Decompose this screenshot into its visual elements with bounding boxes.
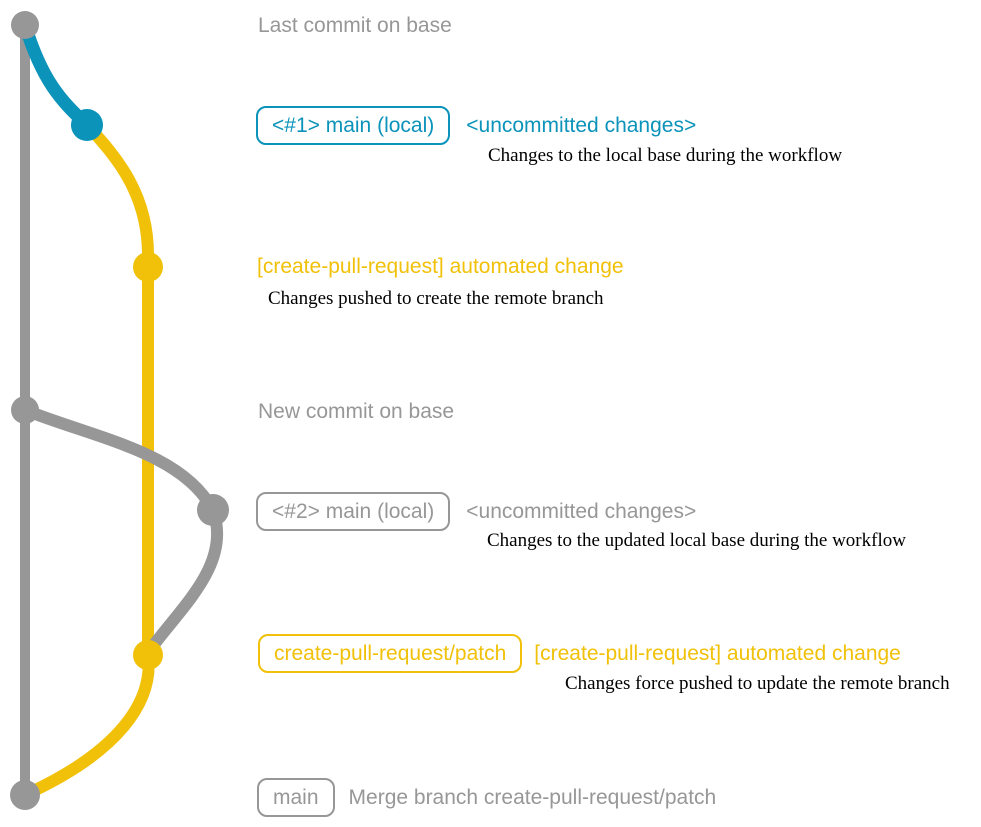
note-pushed-to-create: Changes pushed to create the remote bran… [268,288,604,309]
local-main-1-branch-line [18,18,94,132]
local-main-2-branch-line [19,404,224,656]
patch-merge-line [21,649,155,800]
commit-dot-automated-2 [133,640,163,670]
heading-automated-change-1: [create-pull-request] automated change [257,255,624,278]
row-main-local-1: <#1> main (local) <uncommitted changes> [256,106,697,146]
heading-automated-change-2: [create-pull-request] automated change [534,642,901,666]
note-local-base: Changes to the local base during the wor… [488,145,843,166]
note-updated-local-base: Changes to the updated local base during… [487,530,906,551]
heading-uncommitted-changes-2: <uncommitted changes> [466,500,697,524]
patch-branch-line [81,119,154,661]
branch-badge-main-local-2: <#2> main (local) [256,492,451,532]
row-main-local-2: <#2> main (local) <uncommitted changes> [256,492,697,532]
commit-dot-merge [10,780,40,810]
annotation-last-commit-on-base: Last commit on base [258,14,452,37]
branch-badge-cpr-patch: create-pull-request/patch [258,634,523,674]
commit-dot-automated-1 [133,252,163,282]
commit-message-merge: Merge branch create-pull-request/patch [348,786,717,810]
branch-badge-main-local-1: <#1> main (local) [256,106,451,146]
commit-dot-new-base [11,396,39,424]
commit-dot-last-base [11,11,39,39]
row-merge: main Merge branch create-pull-request/pa… [257,778,717,818]
heading-uncommitted-changes-1: <uncommitted changes> [466,114,697,138]
commit-dot-local-main-2 [197,494,229,526]
annotation-new-commit-on-base: New commit on base [258,400,455,423]
row-patch-branch: create-pull-request/patch [create-pull-r… [258,634,901,674]
commit-dot-local-main-1 [71,109,103,141]
note-force-pushed: Changes force pushed to update the remot… [565,673,950,694]
branch-badge-main: main [257,778,335,818]
